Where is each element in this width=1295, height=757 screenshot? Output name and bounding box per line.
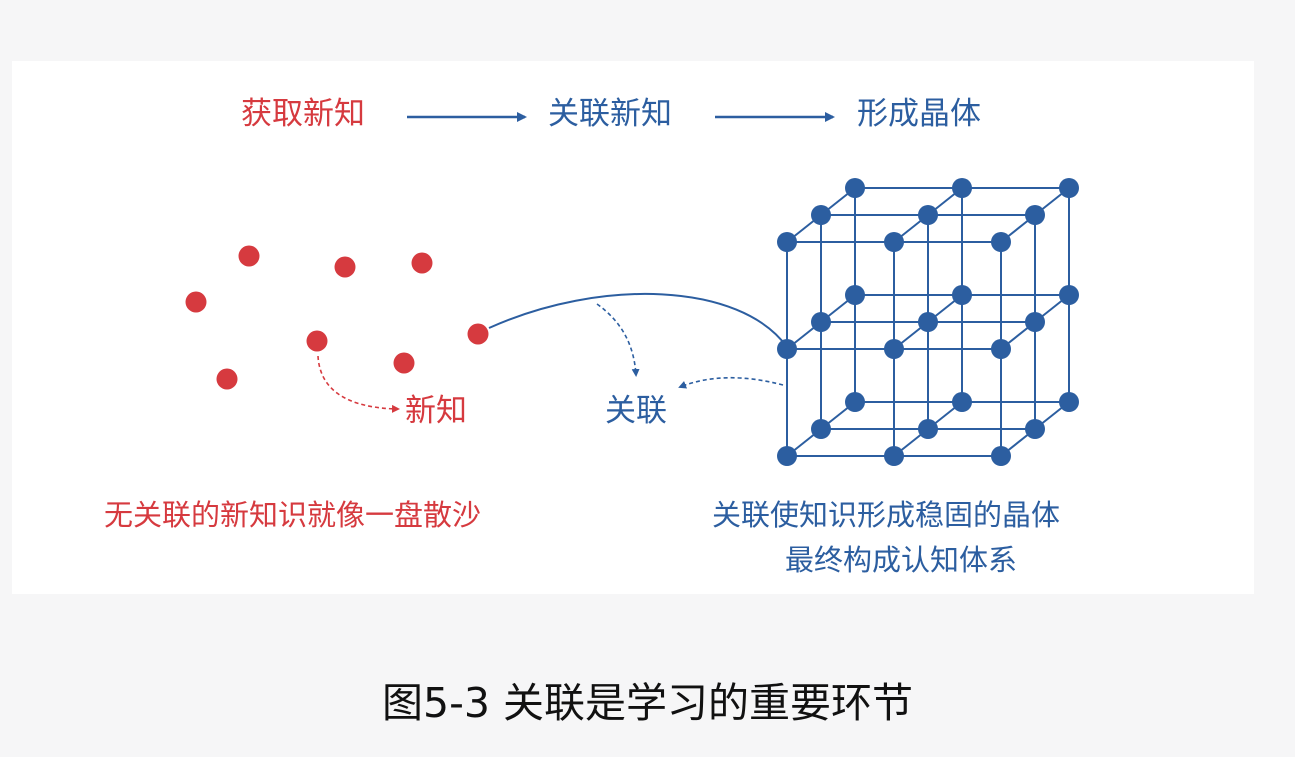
knowledge-dot [467, 323, 489, 345]
knowledge-dot [411, 252, 433, 274]
diagram-panel [12, 61, 1254, 594]
association-dashed-arrow-2 [678, 376, 784, 389]
lattice-node [811, 205, 831, 225]
lattice-node [884, 339, 904, 359]
lattice-node [777, 232, 797, 252]
lattice-node [777, 339, 797, 359]
knowledge-dot [216, 368, 238, 390]
lattice-node [845, 285, 865, 305]
lattice-node [1059, 392, 1079, 412]
flow-step-crystallize: 形成晶体 [857, 96, 981, 132]
lattice-node [991, 446, 1011, 466]
association-dashed-arrow-1 [596, 303, 640, 377]
knowledge-dot [185, 291, 207, 313]
lattice-node [918, 419, 938, 439]
lattice-node [811, 312, 831, 332]
lattice-node [1059, 178, 1079, 198]
lattice-node [952, 285, 972, 305]
new-knowledge-label: 新知 [405, 393, 467, 429]
lattice-node [991, 232, 1011, 252]
figure-caption: 图5-3 关联是学习的重要环节 [382, 679, 913, 727]
new-knowledge-dashed-arrow [317, 355, 400, 413]
lattice-node [952, 392, 972, 412]
lattice-node [845, 178, 865, 198]
right-caption-line1: 关联使知识形成稳固的晶体 [712, 498, 1061, 532]
lattice-node [918, 312, 938, 332]
knowledge-dot [238, 245, 260, 267]
lattice-node [1025, 312, 1045, 332]
lattice-node [1059, 285, 1079, 305]
left-caption: 无关联的新知识就像一盘散沙 [104, 498, 482, 532]
knowledge-dot [334, 256, 356, 278]
lattice-node [884, 446, 904, 466]
lattice-node [918, 205, 938, 225]
right-caption-line2: 最终构成认知体系 [785, 543, 1018, 577]
lattice-node [952, 178, 972, 198]
lattice-node [845, 392, 865, 412]
knowledge-dot [393, 352, 415, 374]
association-curve [488, 293, 788, 348]
lattice-node [991, 339, 1011, 359]
flow-step-associate: 关联新知 [548, 96, 672, 132]
lattice-node [1025, 205, 1045, 225]
knowledge-dot [306, 330, 328, 352]
lattice-node [1025, 419, 1045, 439]
flow-step-acquire: 获取新知 [241, 96, 365, 132]
scattered-knowledge-dots [185, 245, 489, 390]
association-label: 关联 [605, 393, 667, 429]
crystal-lattice-cube [777, 178, 1079, 466]
lattice-node [777, 446, 797, 466]
lattice-node [811, 419, 831, 439]
lattice-node [884, 232, 904, 252]
